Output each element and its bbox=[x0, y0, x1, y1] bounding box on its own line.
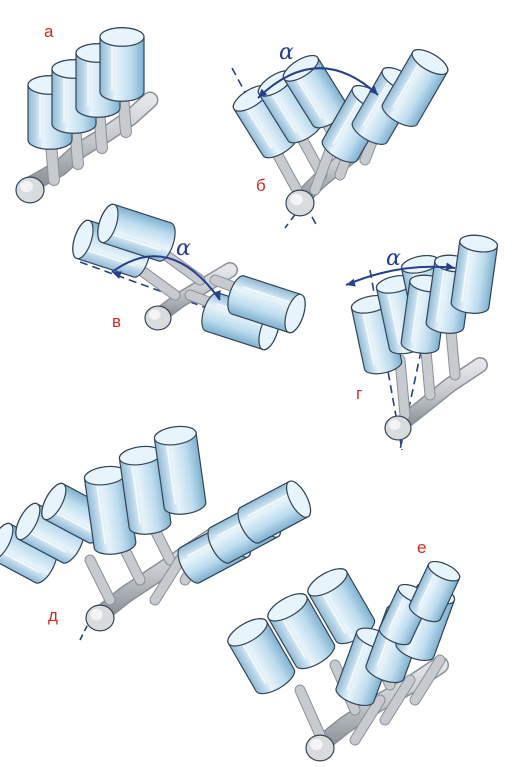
label-g: г bbox=[356, 384, 363, 403]
cylinder bbox=[227, 275, 306, 334]
connecting-rod bbox=[295, 685, 325, 740]
label-d: д bbox=[48, 606, 58, 625]
main-journal-highlight bbox=[148, 309, 161, 320]
cylinder-highlight bbox=[96, 485, 107, 545]
cylinder-top bbox=[267, 593, 308, 622]
crank-axis bbox=[79, 609, 96, 641]
cylinder-top bbox=[411, 49, 449, 76]
cylinder bbox=[227, 618, 296, 695]
cylinder-top bbox=[97, 203, 119, 244]
angle-label-v: α bbox=[176, 236, 191, 261]
cylinder-highlight bbox=[131, 465, 142, 525]
cylinder bbox=[97, 203, 176, 262]
arrow-head bbox=[112, 271, 122, 279]
arrow-head bbox=[213, 290, 221, 300]
cylinder bbox=[118, 445, 172, 535]
cylinder-top bbox=[99, 27, 145, 47]
cylinder-highlight bbox=[166, 445, 177, 505]
label-b: б bbox=[256, 176, 266, 195]
connecting-rod bbox=[395, 355, 410, 420]
cylinder-highlight bbox=[332, 100, 359, 145]
cylinder-highlight bbox=[410, 290, 421, 342]
cylinder-highlight bbox=[388, 597, 405, 631]
arrow-head bbox=[368, 85, 378, 95]
cylinder-highlight bbox=[246, 109, 273, 149]
cylinder bbox=[0, 522, 58, 584]
arrow-head bbox=[258, 88, 268, 98]
cylinder-highlight bbox=[56, 512, 93, 533]
figure-inline-4 bbox=[15, 27, 159, 204]
cylinder-top bbox=[72, 219, 94, 260]
cylinder-highlight bbox=[282, 619, 307, 659]
arrow-head bbox=[445, 262, 455, 271]
connecting-rod bbox=[310, 145, 335, 195]
cylinder bbox=[83, 465, 137, 555]
cylinder-top bbox=[0, 522, 14, 561]
connecting-rod bbox=[410, 655, 445, 705]
crankshaft bbox=[393, 358, 487, 432]
figure-w-compact bbox=[227, 560, 461, 762]
cylinder-top bbox=[153, 425, 197, 446]
main-journal-highlight bbox=[310, 738, 323, 751]
cylinder-highlight bbox=[296, 79, 323, 119]
angle-arc bbox=[345, 265, 456, 286]
cylinder-highlight bbox=[3, 552, 40, 573]
cylinder-highlight bbox=[242, 644, 267, 684]
cylinder-highlight bbox=[392, 64, 419, 109]
connecting-rod bbox=[380, 675, 415, 725]
cylinder bbox=[153, 425, 207, 515]
cylinder bbox=[381, 49, 449, 127]
cylinder-highlight bbox=[362, 313, 376, 366]
figure-v-engine bbox=[231, 49, 449, 229]
cylinder-highlight bbox=[460, 250, 471, 302]
cylinder-top bbox=[15, 502, 41, 541]
cylinder-highlight bbox=[271, 94, 298, 134]
cylinder-highlight bbox=[322, 594, 347, 634]
angle-arc bbox=[257, 67, 379, 99]
cylinder-highlight bbox=[435, 270, 446, 322]
cylinder-top bbox=[459, 234, 499, 253]
cylinder-top bbox=[285, 480, 312, 518]
main-journal-highlight bbox=[290, 193, 303, 206]
label-v: в bbox=[112, 312, 122, 331]
connecting-rod bbox=[270, 145, 302, 195]
cylinder bbox=[99, 27, 145, 102]
cylinder bbox=[450, 234, 499, 314]
figure-w-engine bbox=[0, 425, 312, 641]
cylinder-top bbox=[307, 568, 348, 597]
cylinder-highlight bbox=[247, 494, 288, 517]
cylinder-highlight bbox=[387, 293, 401, 346]
connecting-rod bbox=[150, 555, 185, 605]
cylinder-highlight bbox=[346, 643, 366, 691]
cylinder-highlight bbox=[362, 82, 389, 127]
cylinder bbox=[15, 502, 85, 564]
angle-label-b: α bbox=[279, 40, 294, 65]
cylinder-top bbox=[284, 293, 306, 334]
cylinder-highlight bbox=[418, 574, 435, 608]
cylinder-top bbox=[427, 560, 461, 582]
cylinder-highlight bbox=[112, 233, 161, 251]
main-journal-highlight bbox=[388, 419, 401, 430]
figure-narrow-v bbox=[345, 234, 499, 451]
connecting-rod bbox=[85, 555, 115, 605]
arrow-head bbox=[346, 278, 356, 287]
cylinder-top bbox=[227, 618, 268, 647]
cylinder-top bbox=[41, 482, 67, 521]
cylinder bbox=[267, 593, 336, 670]
cylinder bbox=[408, 560, 461, 623]
connecting-rod bbox=[350, 695, 385, 745]
main-journal-highlight bbox=[20, 180, 33, 193]
figure-boxer bbox=[72, 203, 306, 351]
angle-label-g: α bbox=[386, 246, 401, 271]
cylinder-highlight bbox=[242, 286, 291, 304]
label-a: а bbox=[44, 22, 54, 41]
cylinder-highlight bbox=[30, 532, 67, 553]
main-journal-highlight bbox=[90, 608, 103, 621]
angle-arc bbox=[111, 255, 221, 301]
label-e: е bbox=[417, 538, 427, 557]
cylinder bbox=[237, 480, 312, 544]
cylinder bbox=[307, 568, 376, 645]
